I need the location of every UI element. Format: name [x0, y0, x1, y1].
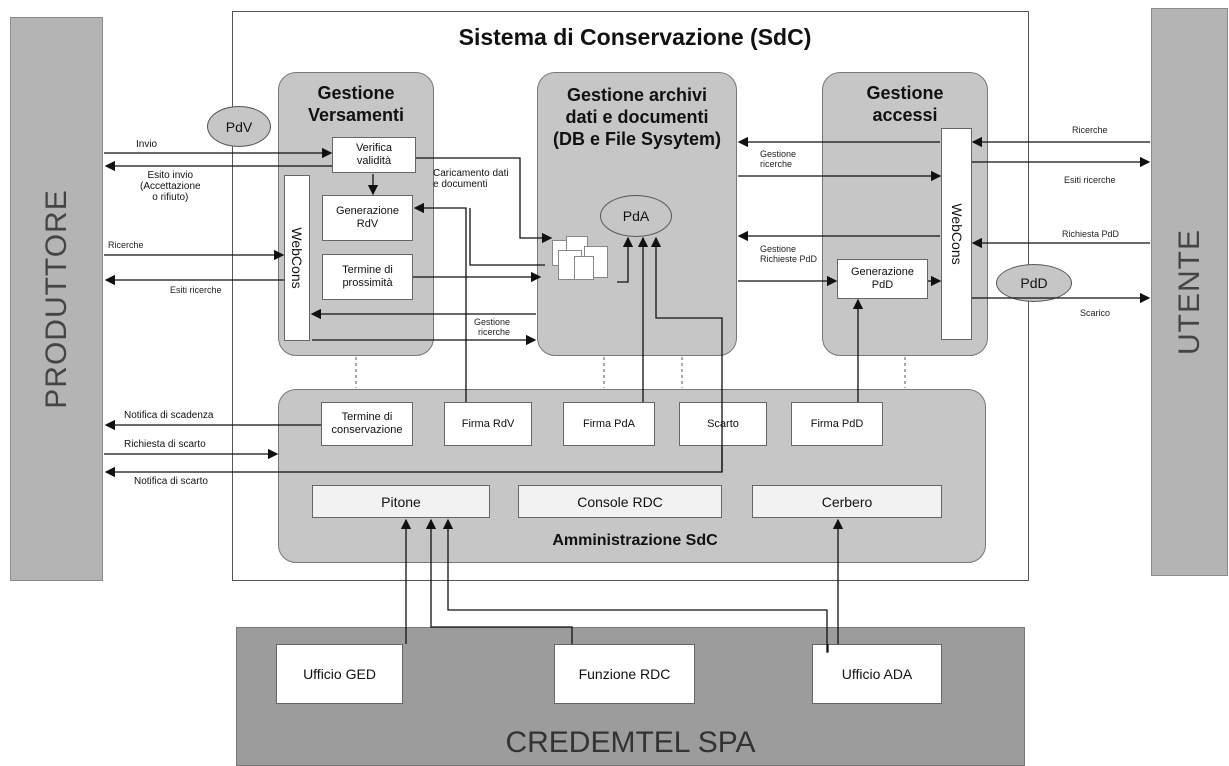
utente-label: UTENTE	[1172, 229, 1206, 355]
label-richiesta-pdd: Richiesta PdD	[1062, 229, 1120, 239]
label-notifica-scadenza: Notifica di scadenza	[124, 410, 214, 421]
ufficio-ged-box: Ufficio GED	[276, 644, 403, 704]
produttore-block: PRODUTTORE	[10, 17, 103, 581]
firma-rdv-box: Firma RdV	[444, 402, 532, 446]
versamenti-title: Gestione Versamenti	[307, 83, 405, 125]
label-ricerche-right: Ricerche	[1072, 125, 1108, 135]
ufficio-ada-box: Ufficio ADA	[812, 644, 942, 704]
accessi-title: Gestione accessi	[866, 83, 944, 125]
webcons-left: WebCons	[284, 175, 310, 341]
termine-conservazione-box: Termine di conservazione	[321, 402, 413, 446]
amministrazione-title: Amministrazione SdC	[552, 532, 718, 549]
funzione-rdc-box: Funzione RDC	[554, 644, 695, 704]
archivi-title: Gestione archivi dati e documenti (DB e …	[552, 85, 722, 149]
pdv-ellipse: PdV	[207, 106, 271, 147]
label-richiesta-scarto: Richiesta di scarto	[124, 439, 206, 450]
cerbero-box: Cerbero	[752, 485, 942, 518]
credemtel-label: CREDEMTEL SPA	[505, 726, 756, 759]
label-esiti-ricerche-left: Esiti ricerche	[170, 285, 222, 295]
label-scarico: Scarico	[1080, 308, 1111, 318]
generazione-rdv-box: Generazione RdV	[322, 195, 413, 241]
label-invio: Invio	[136, 139, 158, 150]
sdc-title: Sistema di Conservazione (SdC)	[458, 24, 812, 50]
webcons-left-label: WebCons	[289, 227, 305, 289]
webcons-right: WebCons	[941, 128, 972, 340]
termine-prossimita-box: Termine di prossimità	[322, 254, 413, 300]
scarto-box: Scarto	[679, 402, 767, 446]
verifica-validita-box: Verifica validità	[332, 137, 416, 173]
utente-block: UTENTE	[1151, 8, 1228, 576]
firma-pdd-box: Firma PdD	[791, 402, 883, 446]
label-esiti-ricerche-right: Esiti ricerche	[1064, 175, 1116, 185]
produttore-label: PRODUTTORE	[39, 189, 73, 409]
webcons-right-label: WebCons	[948, 203, 965, 265]
label-ricerche-left: Ricerche	[108, 240, 144, 250]
label-caricamento: Caricamento dati e documenti	[433, 168, 509, 190]
pda-ellipse: PdA	[600, 195, 672, 237]
label-gestione-richieste-pdd: Gestione Richieste PdD	[760, 244, 818, 264]
document-stack-icon	[552, 236, 616, 282]
label-gestione-ricerche-left: Gestione ricerche	[474, 317, 511, 337]
pdd-ellipse: PdD	[996, 264, 1072, 302]
label-gestione-ricerche-right: Gestione ricerche	[760, 149, 797, 169]
label-notifica-scarto: Notifica di scarto	[134, 476, 208, 487]
pitone-box: Pitone	[312, 485, 490, 518]
console-rdc-box: Console RDC	[518, 485, 722, 518]
label-esito-invio: Esito invio (Accettazione o rifiuto)	[140, 170, 201, 203]
firma-pda-box: Firma PdA	[563, 402, 655, 446]
generazione-pdd-box: Generazione PdD	[837, 259, 928, 299]
